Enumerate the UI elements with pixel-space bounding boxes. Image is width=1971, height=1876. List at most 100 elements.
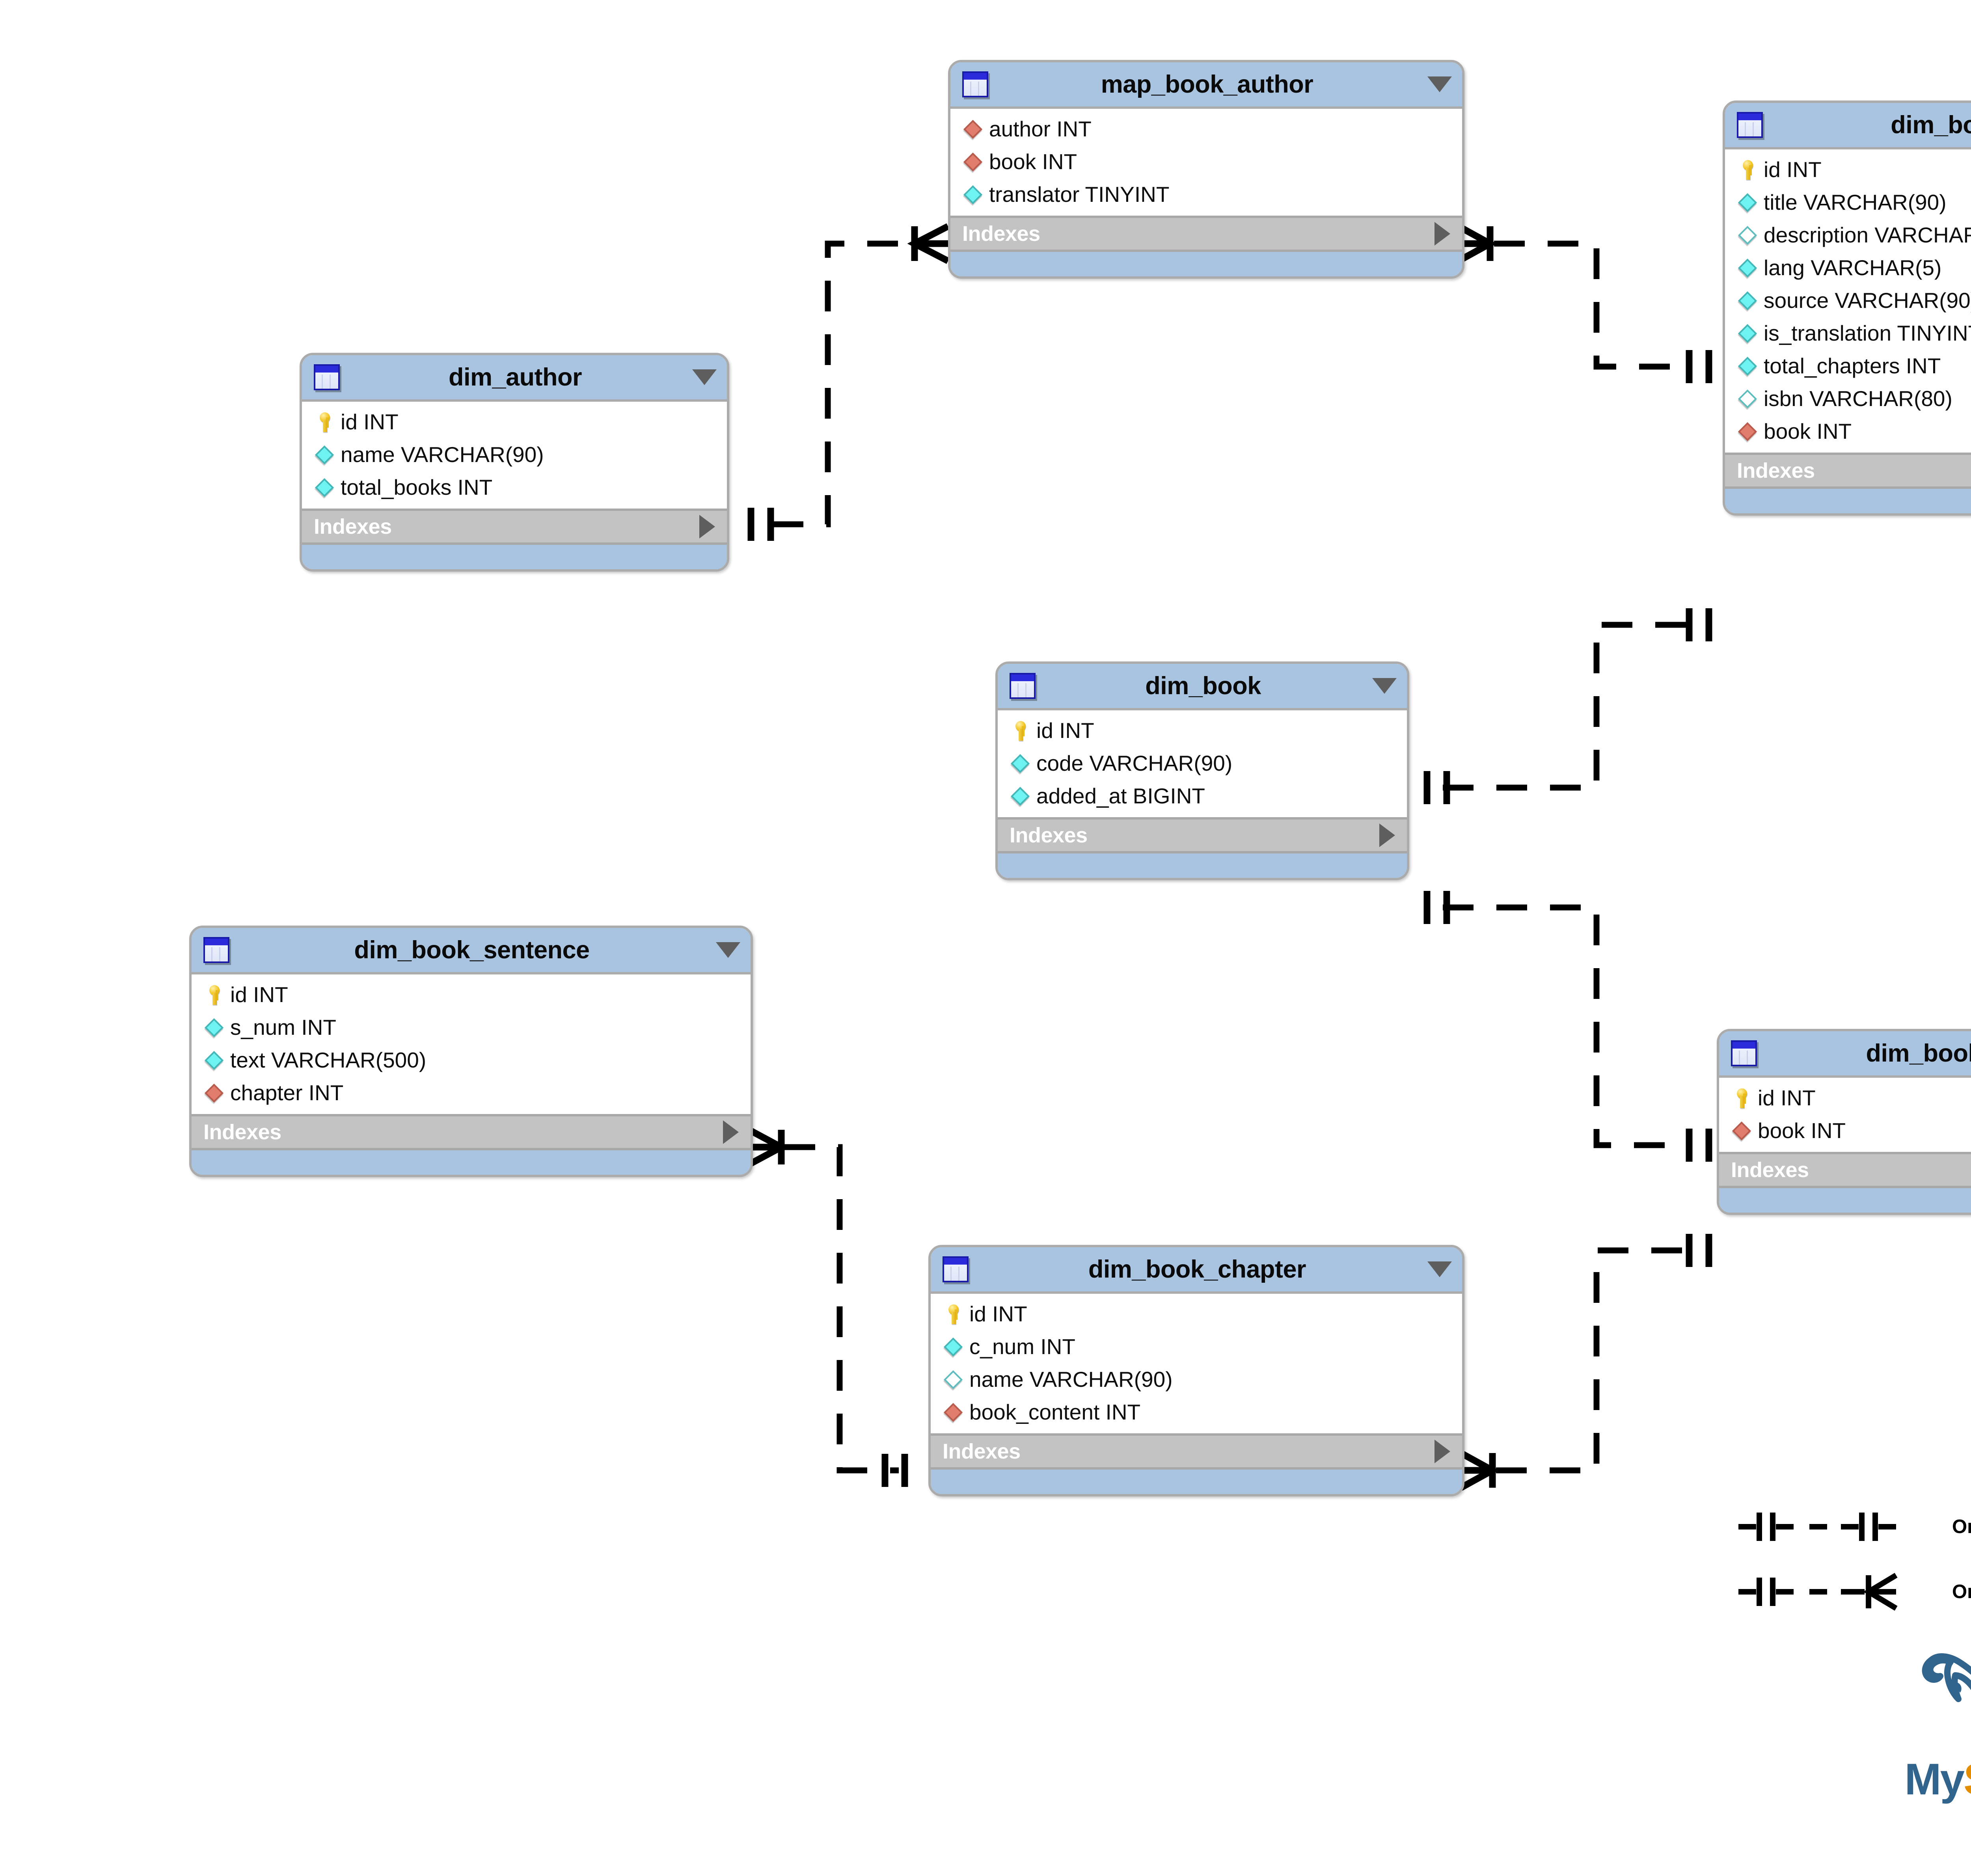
chevron-down-icon[interactable] [716, 942, 740, 958]
field-row[interactable]: title VARCHAR(90) [1725, 186, 1971, 219]
field-row[interactable]: total_chapters INT [1725, 350, 1971, 382]
chevron-right-icon[interactable] [699, 515, 715, 538]
field-row[interactable]: chapter INT [192, 1077, 751, 1109]
table-header-map_book_author[interactable]: map_book_author [950, 62, 1462, 109]
field-row[interactable]: added_at BIGINT [998, 780, 1407, 812]
diamond-fk-icon [942, 1400, 966, 1425]
connector-author-map [773, 240, 911, 527]
chevron-right-icon[interactable] [1434, 1440, 1450, 1463]
key-icon [203, 983, 227, 1007]
field-label: author INT [989, 117, 1092, 141]
field-row[interactable]: c_num INT [931, 1330, 1462, 1363]
indexes-bar-dim_book[interactable]: Indexes [998, 817, 1407, 853]
field-row[interactable]: total_books INT [302, 471, 727, 504]
field-label: description VARCHAR(200) [1764, 223, 1971, 247]
field-row[interactable]: id INT [302, 406, 727, 438]
table-name-dim_book_sentence: dim_book_sentence [354, 936, 590, 964]
diamond-notnull-icon [1736, 354, 1760, 378]
field-label: name VARCHAR(90) [969, 1367, 1173, 1392]
field-row[interactable]: id INT [931, 1298, 1462, 1330]
diamond-notnull-icon [1736, 190, 1760, 215]
table-card-dim_book_info[interactable]: dim_book_infoid INT title VARCHAR(90) desc… [1723, 101, 1971, 516]
legend: One to One Mapping [1734, 1494, 1971, 1624]
field-label: s_num INT [230, 1015, 336, 1040]
field-row[interactable]: book INT [1725, 415, 1971, 448]
chevron-down-icon[interactable] [692, 369, 717, 385]
indexes-bar-dim_book_chapter[interactable]: Indexes [931, 1433, 1462, 1470]
chevron-down-icon[interactable] [1427, 76, 1452, 92]
field-row[interactable]: book INT [950, 145, 1462, 178]
field-row[interactable]: id INT [1719, 1082, 1971, 1114]
field-label: book INT [1764, 419, 1852, 443]
one-marker-bookinfo-a [1686, 350, 1712, 383]
field-row[interactable]: translator TINYINT [950, 178, 1462, 211]
chevron-down-icon[interactable] [1427, 1261, 1452, 1277]
field-row[interactable]: lang VARCHAR(5) [1725, 251, 1971, 284]
mysql-wordmark-sql: SQL [1964, 1755, 1971, 1804]
indexes-bar-map_book_author[interactable]: Indexes [950, 216, 1462, 252]
field-row[interactable]: author INT [950, 113, 1462, 145]
field-row[interactable]: is_translation TINYINT [1725, 317, 1971, 350]
field-row[interactable]: id INT [998, 714, 1407, 747]
key-icon [942, 1302, 966, 1326]
diamond-notnull-icon [203, 1048, 227, 1073]
table-header-dim_book_sentence[interactable]: dim_book_sentence [192, 928, 751, 974]
legend-label-one-to-many: One to Many Mapping [1952, 1581, 1971, 1602]
field-row[interactable]: description VARCHAR(200) [1725, 219, 1971, 251]
one-marker-bookinfo-b [1686, 608, 1712, 641]
diamond-fk-icon [961, 150, 986, 174]
field-label: book_content INT [969, 1400, 1141, 1424]
diamond-notnull-icon [203, 1015, 227, 1040]
field-label: id INT [969, 1302, 1027, 1326]
indexes-bar-dim_book_content[interactable]: Indexes [1719, 1152, 1971, 1188]
chevron-down-icon[interactable] [1372, 678, 1397, 694]
field-row[interactable]: book_content INT [931, 1396, 1462, 1429]
mysql-dolphin-logo: MySQL® [1880, 1648, 1971, 1805]
field-row[interactable]: id INT [1725, 153, 1971, 186]
field-row[interactable]: source VARCHAR(90) [1725, 284, 1971, 317]
field-row[interactable]: code VARCHAR(90) [998, 747, 1407, 780]
connector-book-bookcontent [1443, 904, 1685, 1148]
field-label: source VARCHAR(90) [1764, 288, 1971, 313]
table-header-dim_book_info[interactable]: dim_book_info [1725, 103, 1971, 149]
field-row[interactable]: text VARCHAR(500) [192, 1044, 751, 1077]
field-label: c_num INT [969, 1334, 1075, 1359]
indexes-bar-dim_book_info[interactable]: Indexes [1725, 453, 1971, 489]
table-header-dim_author[interactable]: dim_author [302, 355, 727, 402]
one-marker-book-b [1423, 891, 1450, 924]
field-row[interactable]: name VARCHAR(90) [931, 1363, 1462, 1396]
field-row[interactable]: isbn VARCHAR(80) [1725, 382, 1971, 415]
many-marker-sentence [747, 1127, 788, 1168]
diamond-fk-icon [1736, 419, 1760, 444]
chevron-right-icon[interactable] [1379, 823, 1395, 847]
table-header-dim_book[interactable]: dim_book [998, 664, 1407, 710]
field-label: id INT [1764, 157, 1822, 182]
field-row[interactable]: book INT [1719, 1114, 1971, 1147]
diamond-notnull-icon [313, 443, 337, 467]
indexes-bar-dim_book_sentence[interactable]: Indexes [192, 1114, 751, 1150]
table-header-dim_book_chapter[interactable]: dim_book_chapter [931, 1247, 1462, 1294]
table-icon [203, 937, 229, 963]
key-icon [1736, 158, 1760, 182]
field-label: title VARCHAR(90) [1764, 190, 1947, 214]
diamond-fk-icon [203, 1081, 227, 1105]
field-row[interactable]: s_num INT [192, 1011, 751, 1044]
mysql-wordmark-my: My [1904, 1755, 1965, 1804]
field-label: total_chapters INT [1764, 354, 1941, 378]
field-row[interactable]: id INT [192, 978, 751, 1011]
table-header-dim_book_content[interactable]: dim_book_content [1719, 1031, 1971, 1078]
table-footer-dim_book_info [1725, 489, 1971, 513]
field-row[interactable]: name VARCHAR(90) [302, 438, 727, 471]
indexes-label: Indexes [962, 222, 1040, 246]
indexes-bar-dim_author[interactable]: Indexes [302, 509, 727, 545]
chevron-right-icon[interactable] [1434, 222, 1450, 246]
table-footer-dim_book_content [1719, 1188, 1971, 1213]
chevron-right-icon[interactable] [723, 1120, 739, 1144]
